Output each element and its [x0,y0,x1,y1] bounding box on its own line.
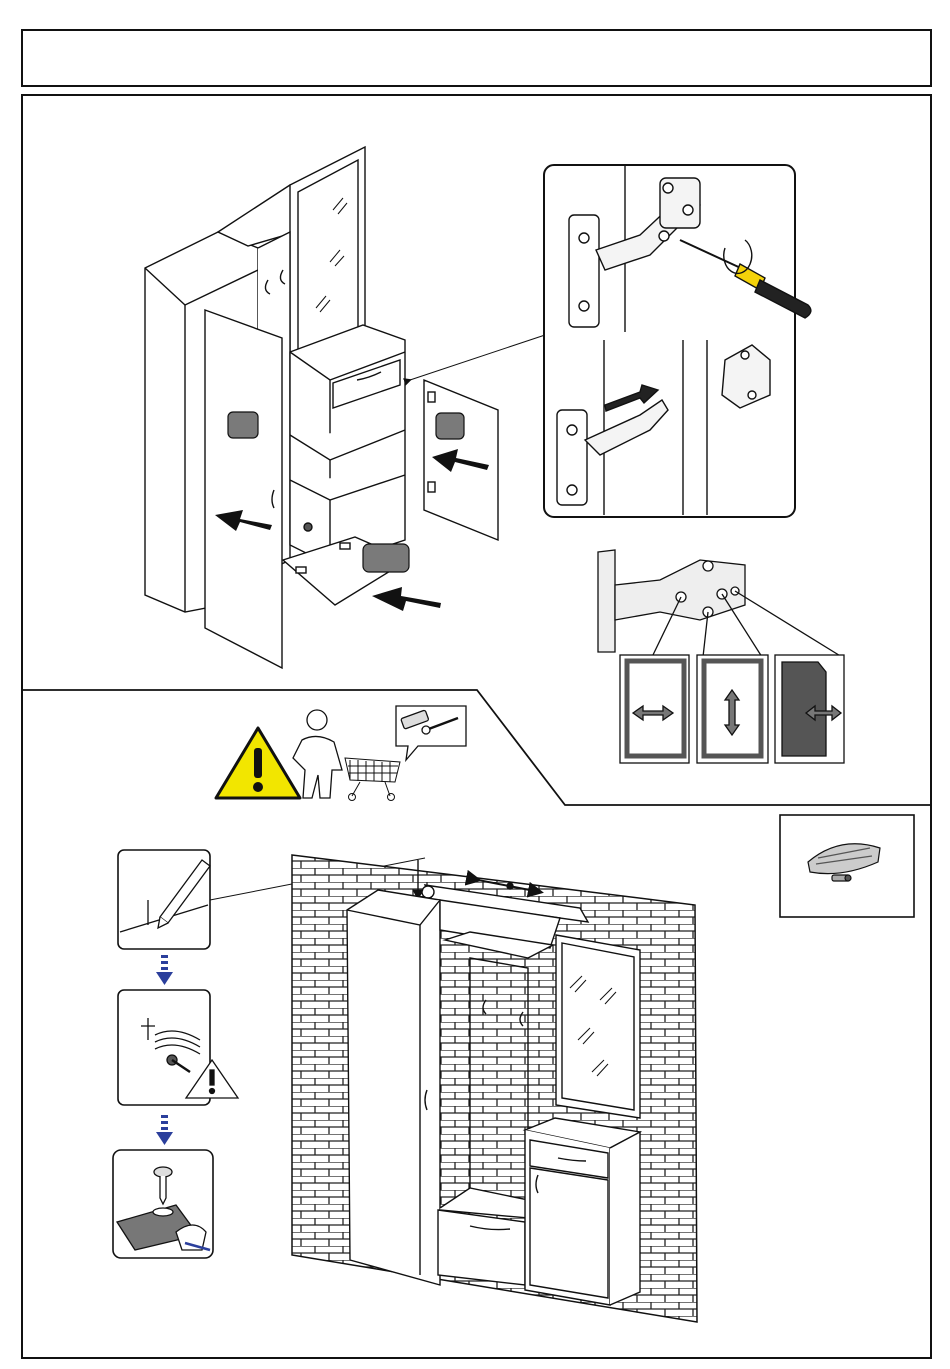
wall-fixing-kit-icon [780,815,914,917]
next-step-arrow-icon [156,1115,173,1145]
hinge-mount-detail [544,165,811,517]
screw-and-dowel-icon [396,706,466,760]
shopping-cart-icon [345,758,400,801]
drill-and-plug-icon [118,990,238,1105]
mark-wall-pencil-icon [118,850,210,949]
part-badge [228,412,258,438]
arrow-icon [372,587,441,611]
cabinet-assembly-drawing [145,147,498,668]
vertical-adjust-box [697,655,768,763]
fix-screw-icon [113,1150,213,1258]
warning-icon [216,728,300,798]
part-badge [363,544,409,572]
detail-pointer [410,335,545,380]
depth-adjust-box [775,655,844,763]
header-box [22,30,931,86]
part-badge [436,413,464,439]
horizontal-adjust-box [620,655,689,763]
assembler-figure-icon [293,710,342,798]
next-step-arrow-icon [156,955,173,985]
hinge-adjustment-detail [598,550,844,763]
